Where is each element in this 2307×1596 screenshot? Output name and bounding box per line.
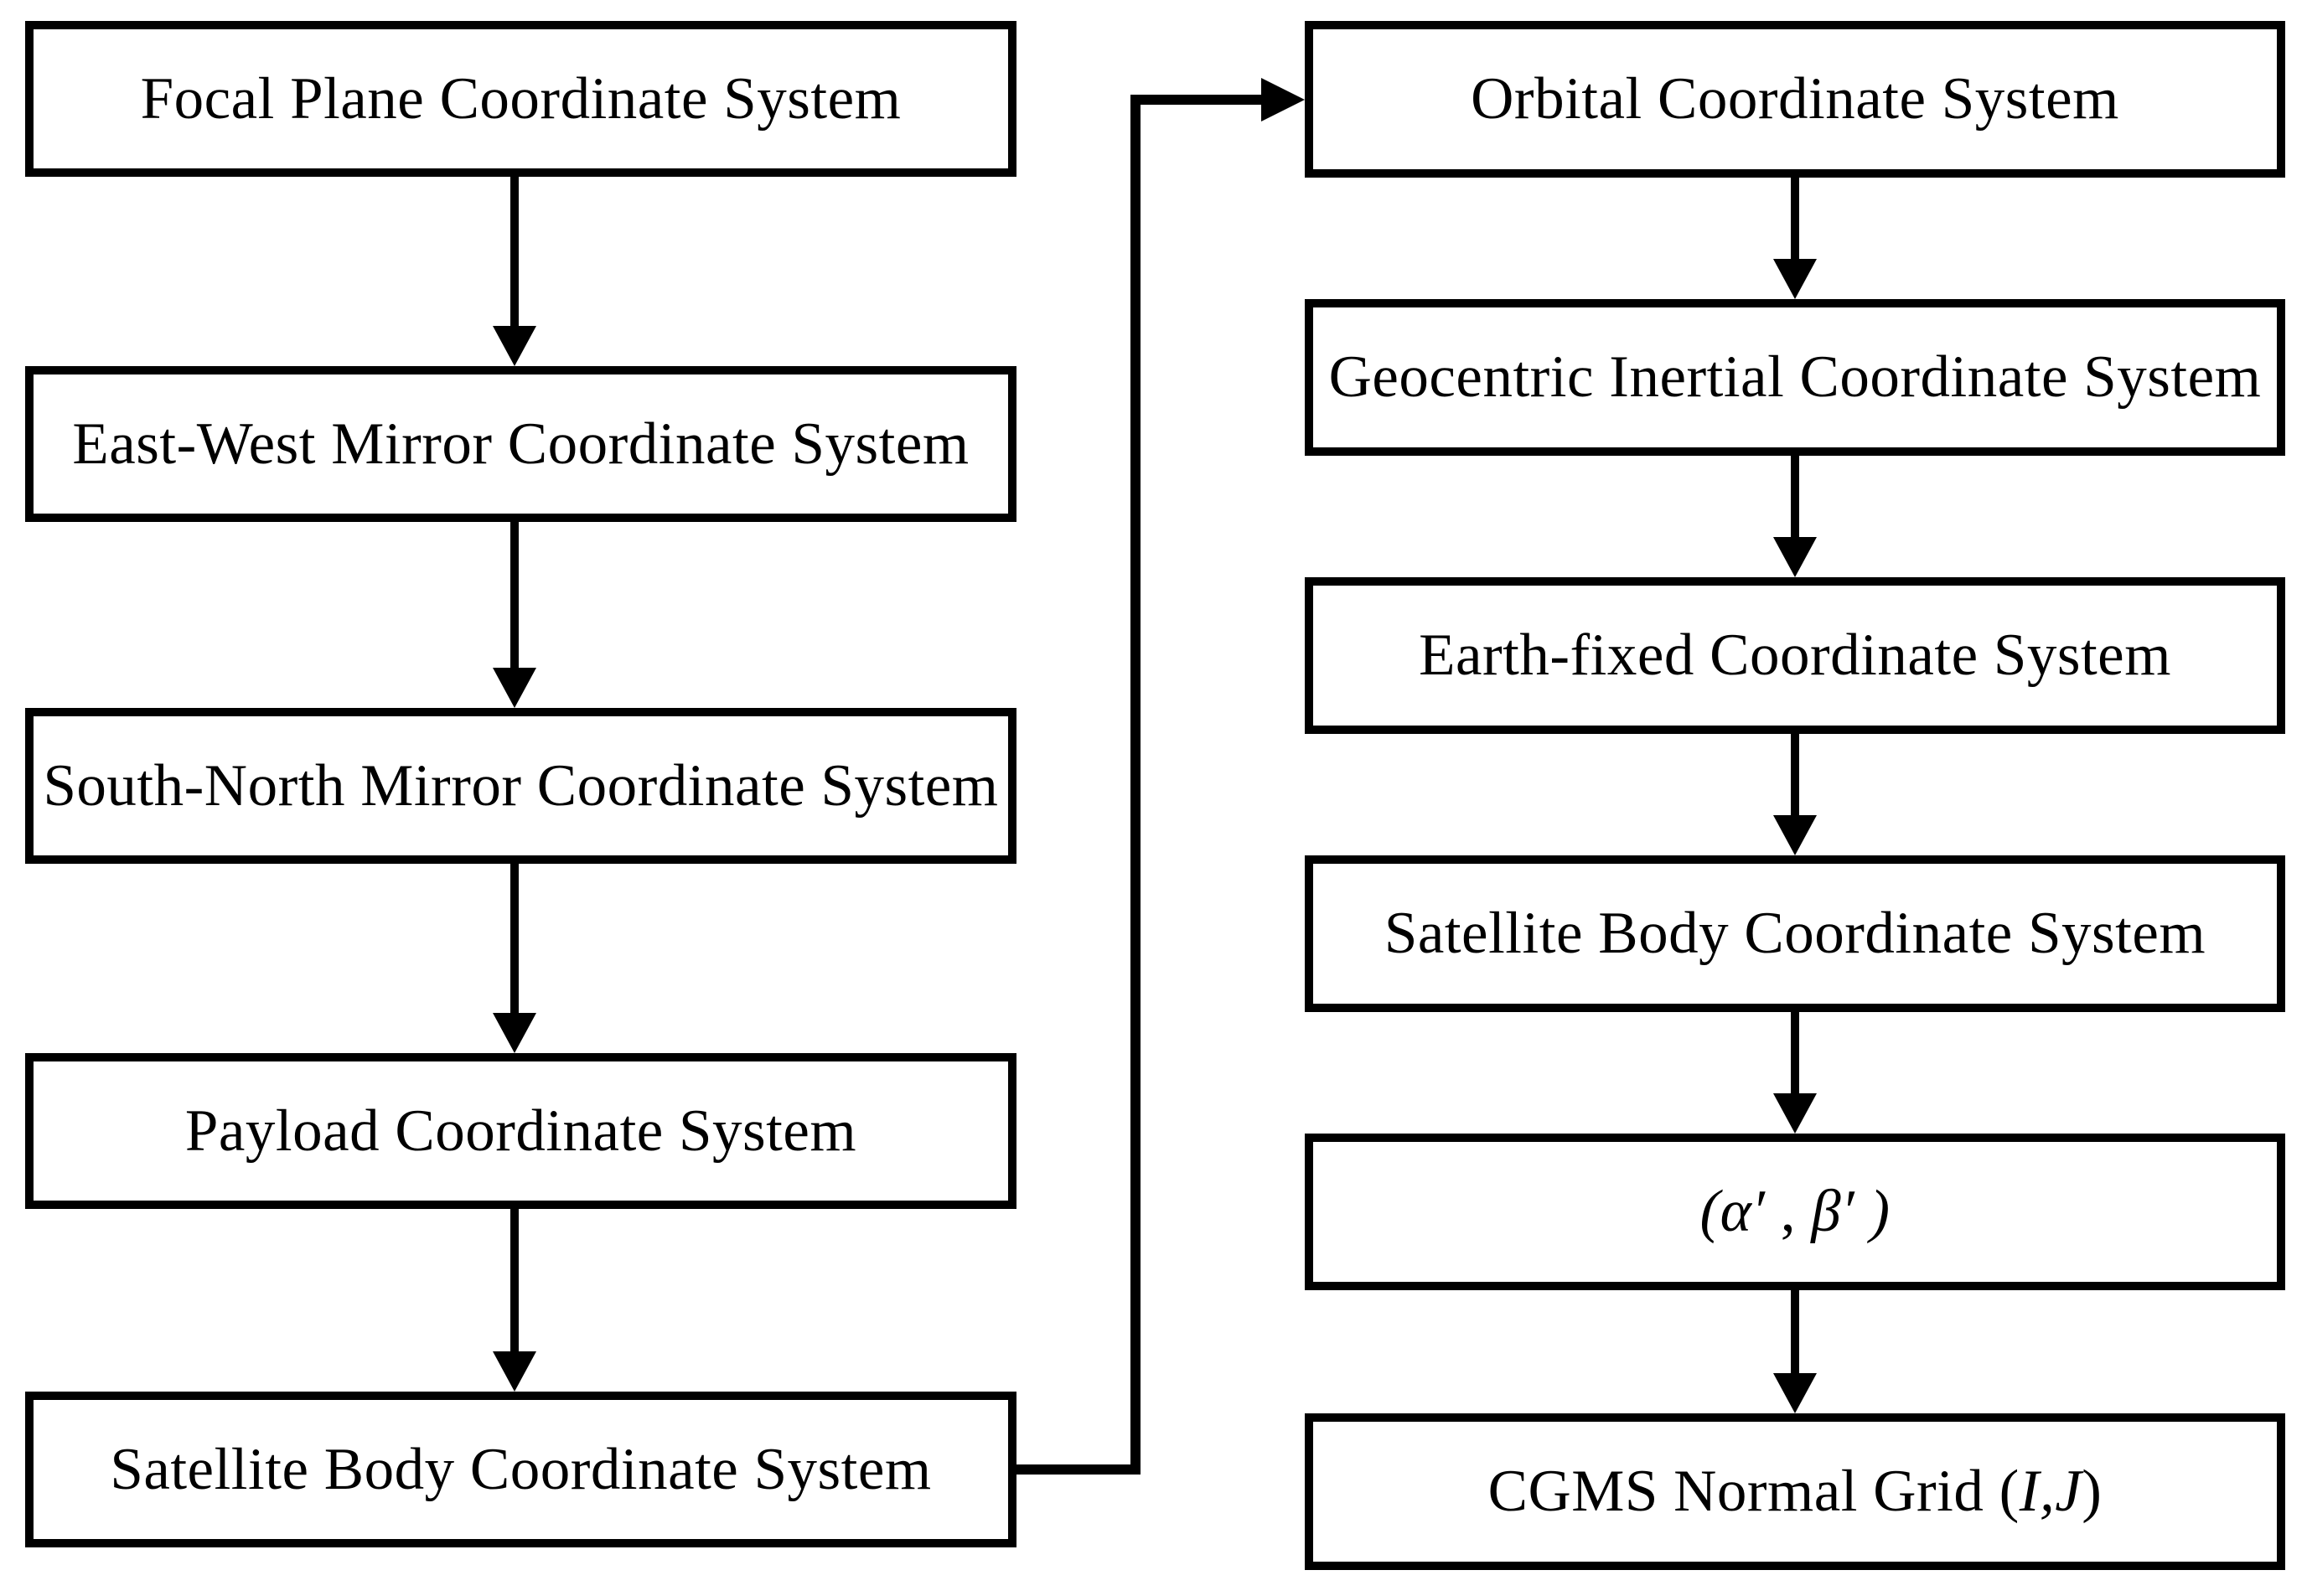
box-payload: Payload Coordinate System — [25, 1053, 1016, 1209]
arrow-south-north-to-payload — [493, 864, 536, 1053]
box-satellite-body-left: Satellite Body Coordinate System — [25, 1392, 1016, 1547]
connector-satellite-body-to-orbital — [1016, 78, 1305, 1475]
alpha-beta-open-paren: ( — [1699, 1179, 1720, 1245]
cgms-label-prefix: CGMS Normal Grid ( — [1487, 1459, 2020, 1525]
box-cgms-grid: CGMS Normal Grid (I,J) — [1305, 1413, 2285, 1570]
arrow-payload-to-satellite-body — [493, 1209, 536, 1392]
arrow-orbital-to-geocentric — [1773, 178, 1817, 299]
box-geocentric-inertial: Geocentric Inertial Coordinate System — [1305, 299, 2285, 456]
arrow-earth-fixed-to-satellite-body — [1773, 734, 1817, 855]
box-orbital: Orbital Coordinate System — [1305, 21, 2285, 178]
cgms-grid-indices: I,J — [2019, 1459, 2082, 1525]
alpha-beta-separator: , — [1765, 1179, 1812, 1245]
arrow-east-west-to-south-north — [493, 522, 536, 708]
box-south-north-mirror: South-North Mirror Coordinate System — [25, 708, 1016, 864]
box-east-west-mirror: East-West Mirror Coordinate System — [25, 366, 1016, 522]
beta-prime-symbol: β′ — [1811, 1179, 1855, 1245]
alpha-prime-symbol: α′ — [1720, 1179, 1766, 1245]
arrow-alpha-beta-to-cgms — [1773, 1290, 1817, 1413]
alpha-beta-close-paren: ) — [1854, 1179, 1891, 1245]
cgms-label-suffix: ) — [2082, 1459, 2103, 1525]
box-focal-plane: Focal Plane Coordinate System — [25, 21, 1016, 177]
box-earth-fixed: Earth-fixed Coordinate System — [1305, 577, 2285, 734]
arrow-focal-to-east-west — [493, 177, 536, 366]
arrow-satellite-body-to-alpha-beta — [1773, 1012, 1817, 1134]
arrow-geocentric-to-earth-fixed — [1773, 456, 1817, 577]
box-satellite-body-right: Satellite Body Coordinate System — [1305, 855, 2285, 1012]
box-alpha-beta: (α′ , β′ ) — [1305, 1134, 2285, 1290]
